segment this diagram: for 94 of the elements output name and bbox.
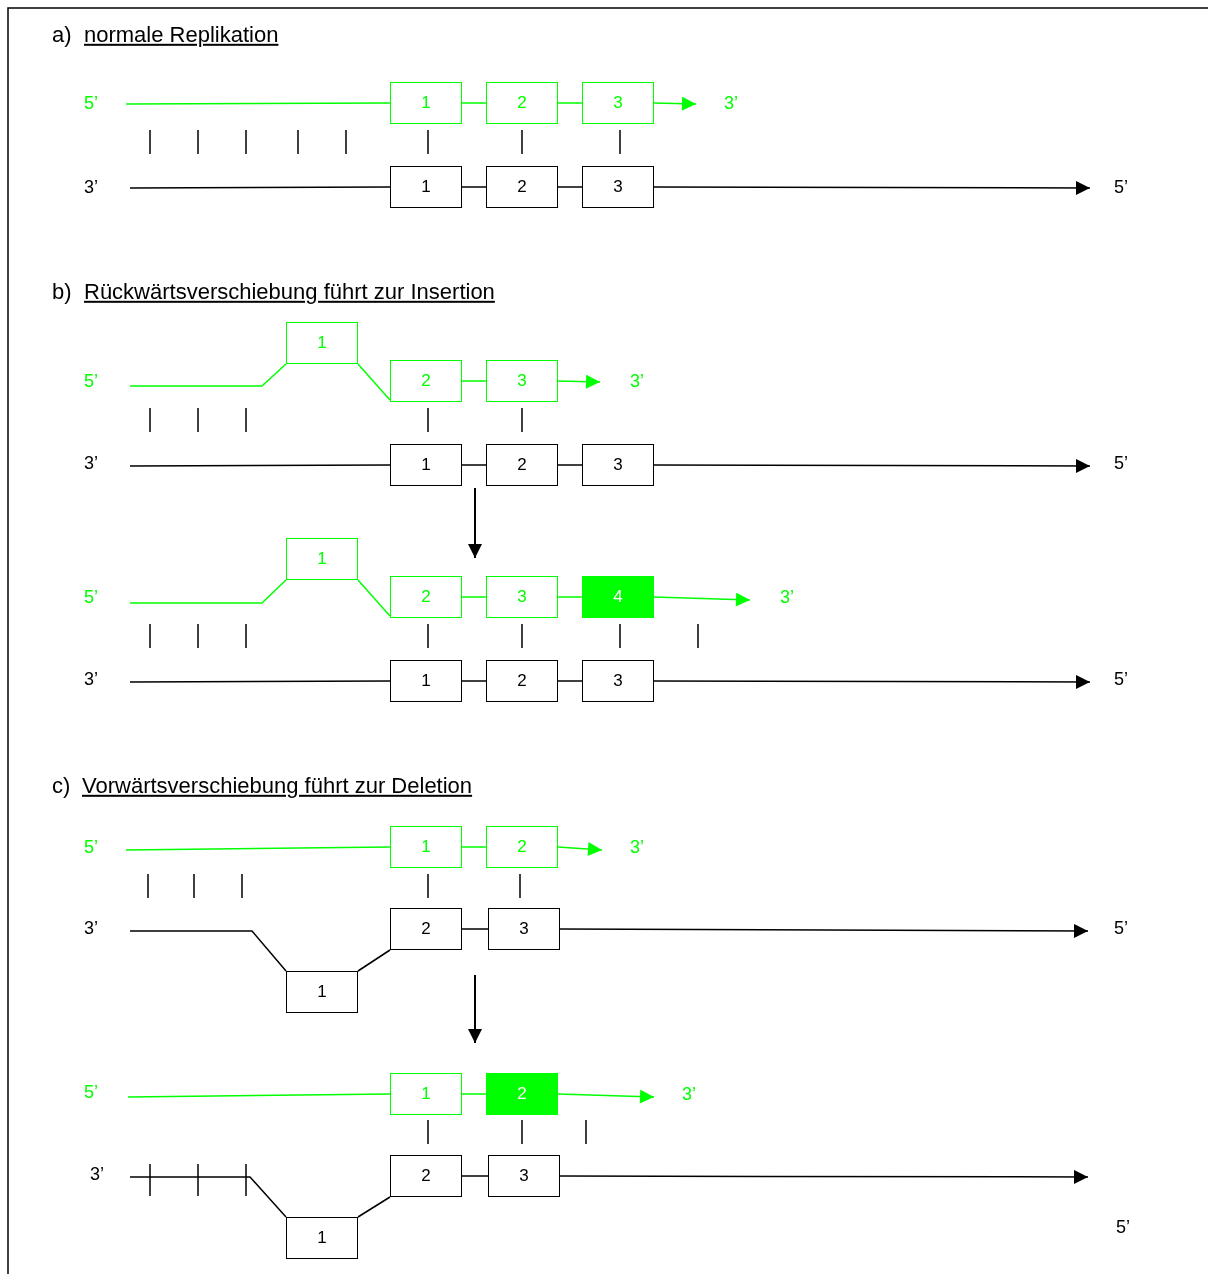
strand-line bbox=[357, 579, 391, 617]
section-title: Rückwärtsverschiebung führt zur Insertion bbox=[84, 278, 495, 306]
strand-line bbox=[127, 1093, 391, 1098]
strand-line bbox=[125, 102, 391, 105]
strand-arrow bbox=[653, 674, 1091, 689]
strand-arrow bbox=[653, 96, 697, 111]
strand-end-label: 3’ bbox=[84, 669, 98, 691]
segment-box: 1 bbox=[390, 166, 462, 208]
strand-line bbox=[125, 846, 391, 851]
segment-box: 3 bbox=[582, 444, 654, 486]
segment-box: 3 bbox=[486, 576, 558, 618]
strand-arrow bbox=[557, 1089, 655, 1104]
strand-line bbox=[557, 680, 583, 682]
strand-end-label: 5’ bbox=[1114, 453, 1128, 475]
strand-arrow bbox=[653, 458, 1091, 473]
strand-arrow bbox=[557, 842, 603, 857]
strand-line bbox=[129, 363, 287, 387]
strand-line bbox=[557, 596, 583, 598]
strand-line bbox=[461, 596, 487, 598]
strand-line bbox=[129, 579, 287, 604]
strand-line bbox=[461, 928, 489, 930]
segment-box: 2 bbox=[486, 444, 558, 486]
strand-arrow bbox=[559, 1169, 1089, 1184]
strand-line bbox=[557, 186, 583, 188]
strand-end-label: 3’ bbox=[90, 1164, 104, 1186]
segment-box: 3 bbox=[488, 1155, 560, 1197]
strand-arrow bbox=[653, 180, 1091, 195]
strand-line bbox=[129, 1176, 287, 1218]
strand-line bbox=[461, 186, 487, 188]
strand-end-label: 3’ bbox=[84, 918, 98, 940]
segment-box: 1 bbox=[286, 1217, 358, 1259]
strand-line bbox=[461, 1093, 487, 1095]
strand-arrow bbox=[559, 923, 1089, 938]
strand-end-label: 3’ bbox=[630, 837, 644, 859]
strand-end-label: 3’ bbox=[682, 1084, 696, 1106]
segment-box: 3 bbox=[582, 166, 654, 208]
section-title: normale Replikation bbox=[84, 21, 279, 49]
strand-arrow bbox=[653, 592, 751, 607]
strand-arrow bbox=[557, 374, 601, 389]
strand-line bbox=[461, 1175, 489, 1177]
strand-line bbox=[461, 846, 487, 848]
strand-line bbox=[129, 464, 391, 467]
strand-line bbox=[129, 680, 391, 683]
strand-end-label: 5’ bbox=[1114, 918, 1128, 940]
strand-line bbox=[557, 464, 583, 466]
strand-end-label: 3’ bbox=[780, 587, 794, 609]
section-letter: a) bbox=[52, 21, 72, 49]
section-letter: b) bbox=[52, 278, 72, 306]
segment-box: 2 bbox=[486, 82, 558, 124]
strand-line bbox=[461, 380, 487, 382]
segment-box: 3 bbox=[486, 360, 558, 402]
segment-box: 2 bbox=[486, 660, 558, 702]
segment-box: 1 bbox=[286, 538, 358, 580]
strand-end-label: 3’ bbox=[724, 93, 738, 115]
section-title: Vorwärtsverschiebung führt zur Deletion bbox=[82, 772, 473, 800]
segment-box: 1 bbox=[390, 826, 462, 868]
segment-box: 1 bbox=[390, 444, 462, 486]
strand-line bbox=[557, 102, 583, 104]
strand-end-label: 5’ bbox=[1114, 177, 1128, 199]
strand-end-label: 5’ bbox=[1114, 669, 1128, 691]
strand-end-label: 5’ bbox=[1116, 1217, 1130, 1239]
section-letter: c) bbox=[52, 772, 71, 800]
strand-end-label: 3’ bbox=[84, 453, 98, 475]
segment-box: 3 bbox=[582, 82, 654, 124]
segment-box: 2 bbox=[486, 166, 558, 208]
segment-box: 1 bbox=[390, 82, 462, 124]
strand-line bbox=[461, 464, 487, 466]
segment-box: 2 bbox=[390, 908, 462, 950]
strand-line bbox=[357, 1196, 391, 1218]
segment-box: 1 bbox=[286, 322, 358, 364]
segment-box: 2 bbox=[390, 360, 462, 402]
segment-box: 4 bbox=[582, 576, 654, 618]
segment-box: 2 bbox=[486, 1073, 558, 1115]
strand-line bbox=[461, 102, 487, 104]
strand-end-label: 5’ bbox=[84, 837, 98, 859]
segment-box: 2 bbox=[390, 576, 462, 618]
strand-line bbox=[357, 949, 391, 972]
strand-line bbox=[357, 363, 391, 401]
strand-end-label: 5’ bbox=[84, 93, 98, 115]
strand-line bbox=[461, 680, 487, 682]
segment-box: 3 bbox=[582, 660, 654, 702]
strand-line bbox=[129, 186, 391, 189]
segment-box: 1 bbox=[390, 1073, 462, 1115]
strand-end-label: 3’ bbox=[630, 371, 644, 393]
segment-box: 2 bbox=[486, 826, 558, 868]
segment-box: 1 bbox=[286, 971, 358, 1013]
strand-end-label: 5’ bbox=[84, 587, 98, 609]
strand-end-label: 5’ bbox=[84, 371, 98, 393]
segment-box: 2 bbox=[390, 1155, 462, 1197]
segment-box: 3 bbox=[488, 908, 560, 950]
strand-end-label: 5’ bbox=[84, 1082, 98, 1104]
segment-box: 1 bbox=[390, 660, 462, 702]
strand-line bbox=[129, 930, 287, 972]
strand-end-label: 3’ bbox=[84, 177, 98, 199]
